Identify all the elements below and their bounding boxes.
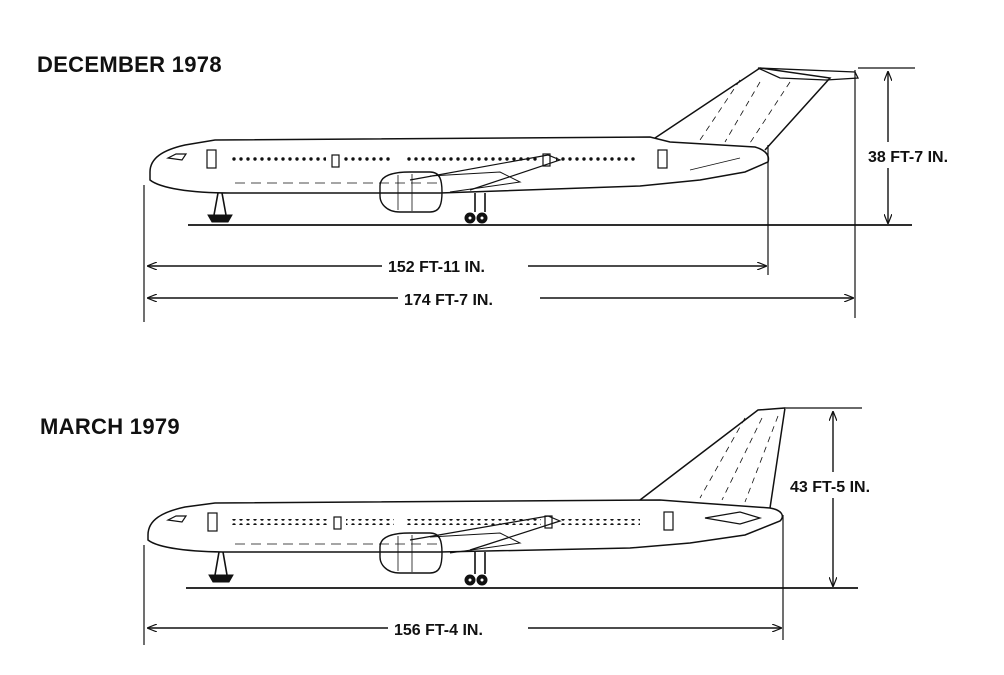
- extension-lines-1979: [143, 407, 862, 645]
- overall-length-label-1978: 174 FT-7 IN.: [404, 292, 493, 309]
- overall-length-label-1979: 156 FT-4 IN.: [394, 622, 483, 639]
- engine-1978: [379, 171, 443, 213]
- vertical-fin-1978: [654, 67, 832, 151]
- extension-lines-1978: [143, 67, 915, 322]
- vertical-fin-1979: [639, 407, 786, 509]
- horizontal-stabilizer-1979: [704, 511, 763, 525]
- fuselage-1978: [149, 136, 770, 194]
- engine-1979: [379, 532, 443, 574]
- march-1979-label: MARCH 1979: [40, 414, 180, 439]
- fuselage-length-label-1978: 152 FT-11 IN.: [388, 259, 485, 276]
- fuselage-1979: [147, 499, 783, 553]
- aircraft-1979: [147, 407, 786, 586]
- height-label-1978: 38 FT-7 IN.: [868, 149, 948, 166]
- december-1978-label: DECEMBER 1978: [37, 52, 222, 77]
- t-tail-stabilizer-1978: [757, 67, 860, 81]
- height-label-1979: 43 FT-5 IN.: [790, 479, 870, 496]
- aircraft-1978: [149, 67, 860, 224]
